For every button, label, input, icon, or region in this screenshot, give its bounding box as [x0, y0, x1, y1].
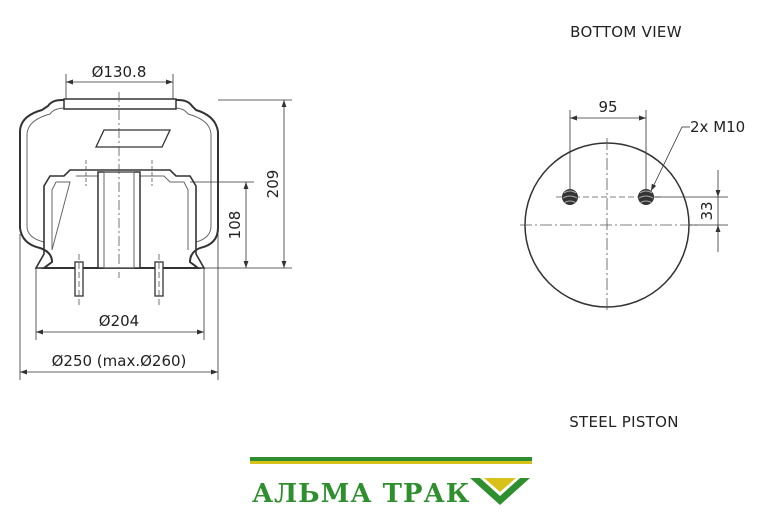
dim-top-diameter: Ø130.8: [92, 63, 147, 81]
bolt-hole-left: [562, 189, 578, 205]
dim-bolt-offset: 33: [698, 201, 716, 220]
brand-logo: АЛЬМА ТРАК: [250, 457, 532, 509]
dim-height-piston: 108: [226, 211, 244, 240]
bolt-hole-right: [638, 189, 654, 205]
dim-outer-diameter: Ø250 (max.Ø260): [52, 352, 187, 370]
dim-bolt-spec: 2x M10: [690, 118, 745, 136]
side-view: [19, 92, 219, 306]
top-bead-plate: [63, 98, 177, 110]
bottom-view-label: BOTTOM VIEW: [570, 23, 682, 41]
dim-piston-diameter: Ø204: [99, 312, 139, 330]
piston-inner: [51, 175, 189, 251]
steel-piston-label: STEEL PISTON: [569, 413, 679, 431]
dim-height-total: 209: [264, 170, 282, 199]
logo-green-bar: [250, 457, 532, 461]
bellows-inner-wall: [26, 107, 212, 243]
logo-yellow-bar: [250, 461, 532, 464]
side-view-dimensions: Ø130.8 209 108 Ø204 Ø250 (max.Ø260): [19, 63, 292, 380]
logo-wordmark: АЛЬМА ТРАК: [252, 479, 470, 509]
dim-bolt-spacing: 95: [598, 98, 617, 116]
label-plate: [94, 129, 172, 148]
bottom-view: BOTTOM VIEW 95 2x M10 33 STEEL PIST: [520, 23, 745, 431]
check-chevron-icon: [470, 478, 530, 505]
